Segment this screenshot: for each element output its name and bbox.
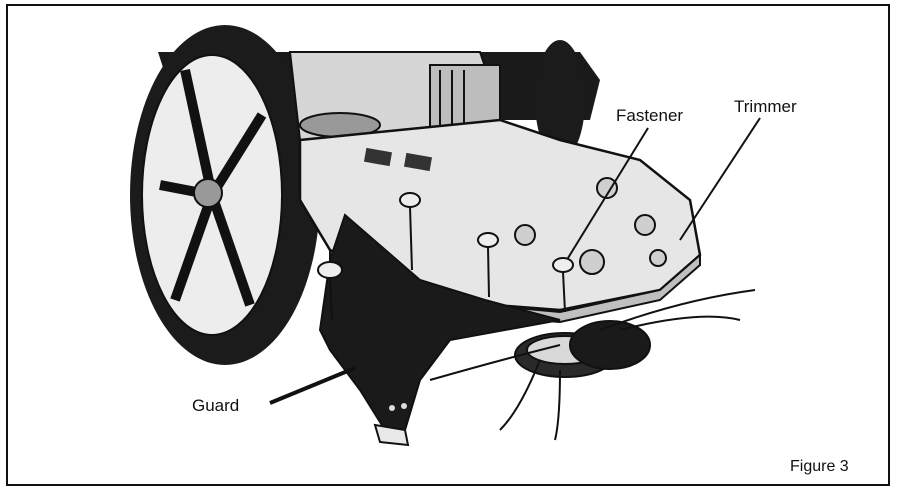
left-wheel-hub	[193, 178, 223, 208]
screw-1	[317, 261, 343, 321]
left-wheel	[130, 25, 320, 365]
screw-4	[552, 257, 574, 313]
screw-2	[399, 192, 421, 271]
right-wheel	[535, 40, 585, 160]
guard-label: Guard	[192, 396, 240, 415]
fastener-screws	[317, 192, 574, 321]
trimmer-head	[514, 320, 651, 378]
trimmer-label: Trimmer	[734, 97, 797, 116]
guard-tip	[373, 423, 410, 447]
trimmer-lines	[429, 289, 756, 441]
trimmer-leader	[679, 117, 761, 241]
fastener-leader	[567, 127, 649, 259]
figure-caption: Figure 3	[790, 458, 849, 475]
screw-3	[477, 232, 499, 298]
guard-leader	[269, 366, 356, 405]
fastener-label: Fastener	[616, 106, 684, 125]
